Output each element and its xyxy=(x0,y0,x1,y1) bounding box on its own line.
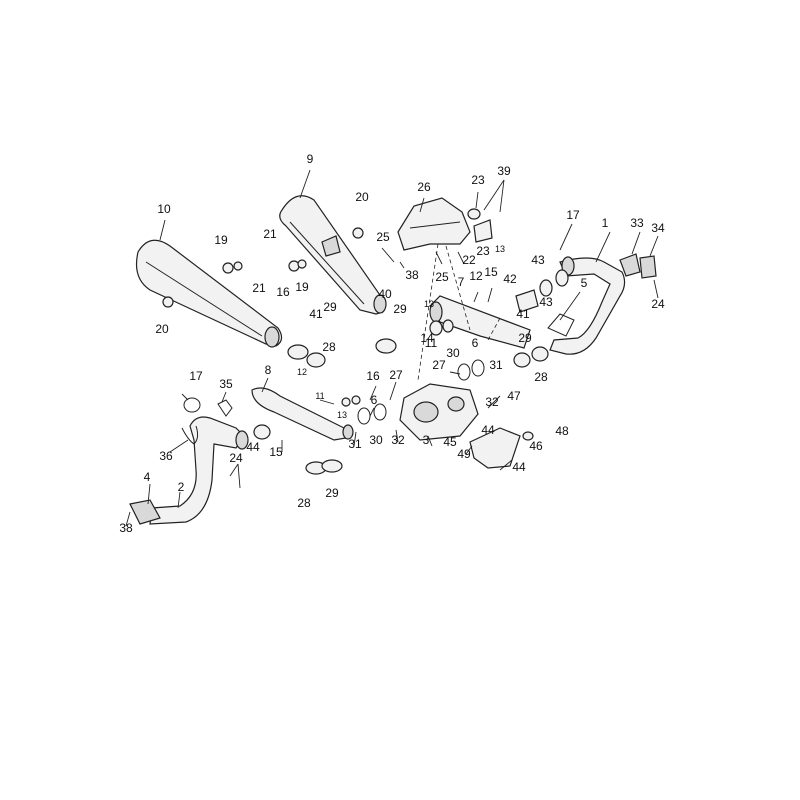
callout-24: 24 xyxy=(651,297,665,311)
callout-21: 21 xyxy=(252,281,266,295)
callout-32: 32 xyxy=(391,433,405,447)
callout-15: 15 xyxy=(269,445,283,459)
callout-29: 29 xyxy=(393,302,407,316)
callout-46: 46 xyxy=(529,439,543,453)
callout-44: 44 xyxy=(246,440,260,454)
callout-6: 6 xyxy=(371,393,378,407)
part-3-catalyst-box xyxy=(399,383,479,441)
callout-45: 45 xyxy=(443,435,457,449)
callout-13: 13 xyxy=(495,244,505,254)
callout-29: 29 xyxy=(325,486,339,500)
callout-31: 31 xyxy=(489,358,503,372)
callout-26: 26 xyxy=(417,180,431,194)
callout-28: 28 xyxy=(534,370,548,384)
callout-19: 19 xyxy=(214,233,228,247)
callout-20: 20 xyxy=(355,190,369,204)
callout-11: 11 xyxy=(315,391,324,401)
callout-30: 30 xyxy=(446,346,460,360)
callout-38: 38 xyxy=(405,268,419,282)
callout-14: 14 xyxy=(420,331,434,345)
callout-21: 21 xyxy=(263,227,277,241)
callout-6: 6 xyxy=(472,336,479,350)
callout-23: 23 xyxy=(471,173,485,187)
callout-29: 29 xyxy=(518,331,532,345)
callout-17: 17 xyxy=(566,208,580,222)
callout-17: 17 xyxy=(189,369,203,383)
callout-27: 27 xyxy=(389,368,403,382)
callout-22: 22 xyxy=(462,253,476,267)
callout-7: 7 xyxy=(458,275,465,289)
callout-29: 29 xyxy=(323,300,337,314)
callout-35: 35 xyxy=(219,377,233,391)
callout-28: 28 xyxy=(297,496,311,510)
callout-28: 28 xyxy=(322,340,336,354)
callout-48: 48 xyxy=(555,424,569,438)
callout-33: 33 xyxy=(630,216,644,230)
clamps-and-gaskets xyxy=(162,208,657,475)
callout-32: 32 xyxy=(485,395,499,409)
callout-49: 49 xyxy=(457,447,471,461)
callout-24: 24 xyxy=(229,451,243,465)
part-10-left-silencer xyxy=(135,239,283,348)
callout-27: 27 xyxy=(432,358,446,372)
callout-43: 43 xyxy=(539,295,553,309)
callout-12: 12 xyxy=(297,367,307,377)
callout-41: 41 xyxy=(309,307,323,321)
callout-12: 12 xyxy=(469,269,483,283)
leader-lines xyxy=(125,169,659,527)
callout-8: 8 xyxy=(265,363,272,377)
callout-19: 19 xyxy=(295,280,309,294)
callout-31: 31 xyxy=(348,437,362,451)
callout-38: 38 xyxy=(119,521,133,535)
callout-13: 13 xyxy=(424,299,434,309)
callout-9: 9 xyxy=(307,152,314,166)
callout-43: 43 xyxy=(531,253,545,267)
assembly-lines xyxy=(417,243,501,381)
callout-15: 15 xyxy=(484,265,498,279)
callout-40: 40 xyxy=(378,287,392,301)
part-45-lower-shield xyxy=(469,427,521,469)
callout-25: 25 xyxy=(376,230,390,244)
callout-44: 44 xyxy=(512,460,526,474)
callout-16: 16 xyxy=(366,369,380,383)
callout-42: 42 xyxy=(503,272,517,286)
callout-2: 2 xyxy=(178,480,185,494)
part-8-mid-pipe xyxy=(251,387,354,441)
callout-10: 10 xyxy=(157,202,171,216)
callout-47: 47 xyxy=(507,389,521,403)
callout-41: 41 xyxy=(516,307,530,321)
callout-20: 20 xyxy=(155,322,169,336)
callout-4: 4 xyxy=(144,470,151,484)
callout-3: 3 xyxy=(423,433,430,447)
callout-34: 34 xyxy=(651,221,665,235)
callout-44: 44 xyxy=(481,423,495,437)
callout-13: 13 xyxy=(337,410,347,420)
callout-23: 23 xyxy=(476,244,490,258)
part-26-heat-shield xyxy=(397,197,471,251)
callout-labels: 1234566789101111121213131314151516161717… xyxy=(119,152,665,535)
callout-11: 11 xyxy=(425,336,438,350)
callout-5: 5 xyxy=(581,276,588,290)
callout-25: 25 xyxy=(435,270,449,284)
part-4-tailpipe-tip xyxy=(129,499,161,525)
callout-36: 36 xyxy=(159,449,173,463)
callout-16: 16 xyxy=(276,285,290,299)
part-9-right-silencer xyxy=(279,195,387,315)
part-2-left-header-pipe xyxy=(149,416,249,525)
callout-30: 30 xyxy=(369,433,383,447)
callout-39: 39 xyxy=(497,164,511,178)
callout-1: 1 xyxy=(602,216,609,230)
